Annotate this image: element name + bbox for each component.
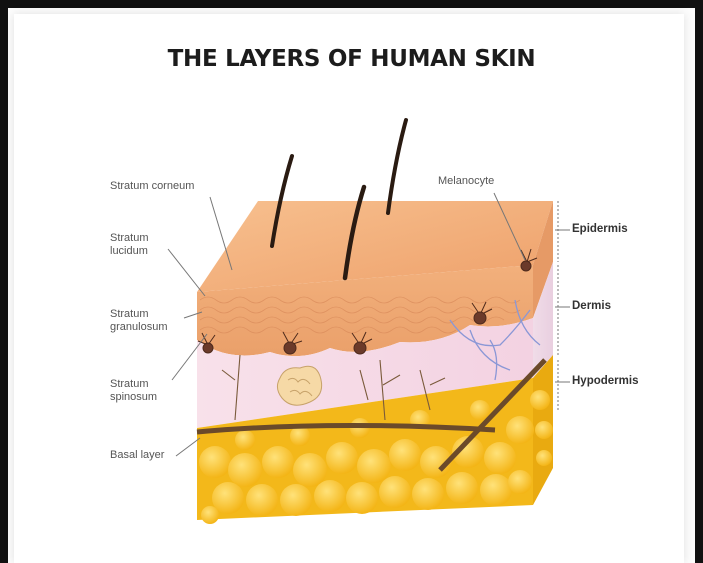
label-stratum-lucidum-1: Stratum — [110, 232, 149, 245]
label-stratum-lucidum-2: lucidum — [110, 245, 148, 258]
gland — [277, 366, 321, 405]
hair-3 — [388, 120, 406, 213]
label-stratum-corneum: Stratum corneum — [110, 180, 194, 193]
label-stratum-spinosum-1: Stratum — [110, 378, 149, 391]
label-stratum-spinosum-2: spinosum — [110, 391, 157, 404]
label-stratum-granulosum-1: Stratum — [110, 308, 149, 321]
label-hypodermis: Hypodermis — [572, 375, 638, 387]
label-melanocyte: Melanocyte — [438, 175, 494, 188]
label-basal-layer: Basal layer — [110, 449, 164, 462]
label-epidermis: Epidermis — [572, 223, 628, 235]
label-stratum-granulosum-2: granulosum — [110, 321, 167, 334]
label-dermis: Dermis — [572, 300, 611, 312]
